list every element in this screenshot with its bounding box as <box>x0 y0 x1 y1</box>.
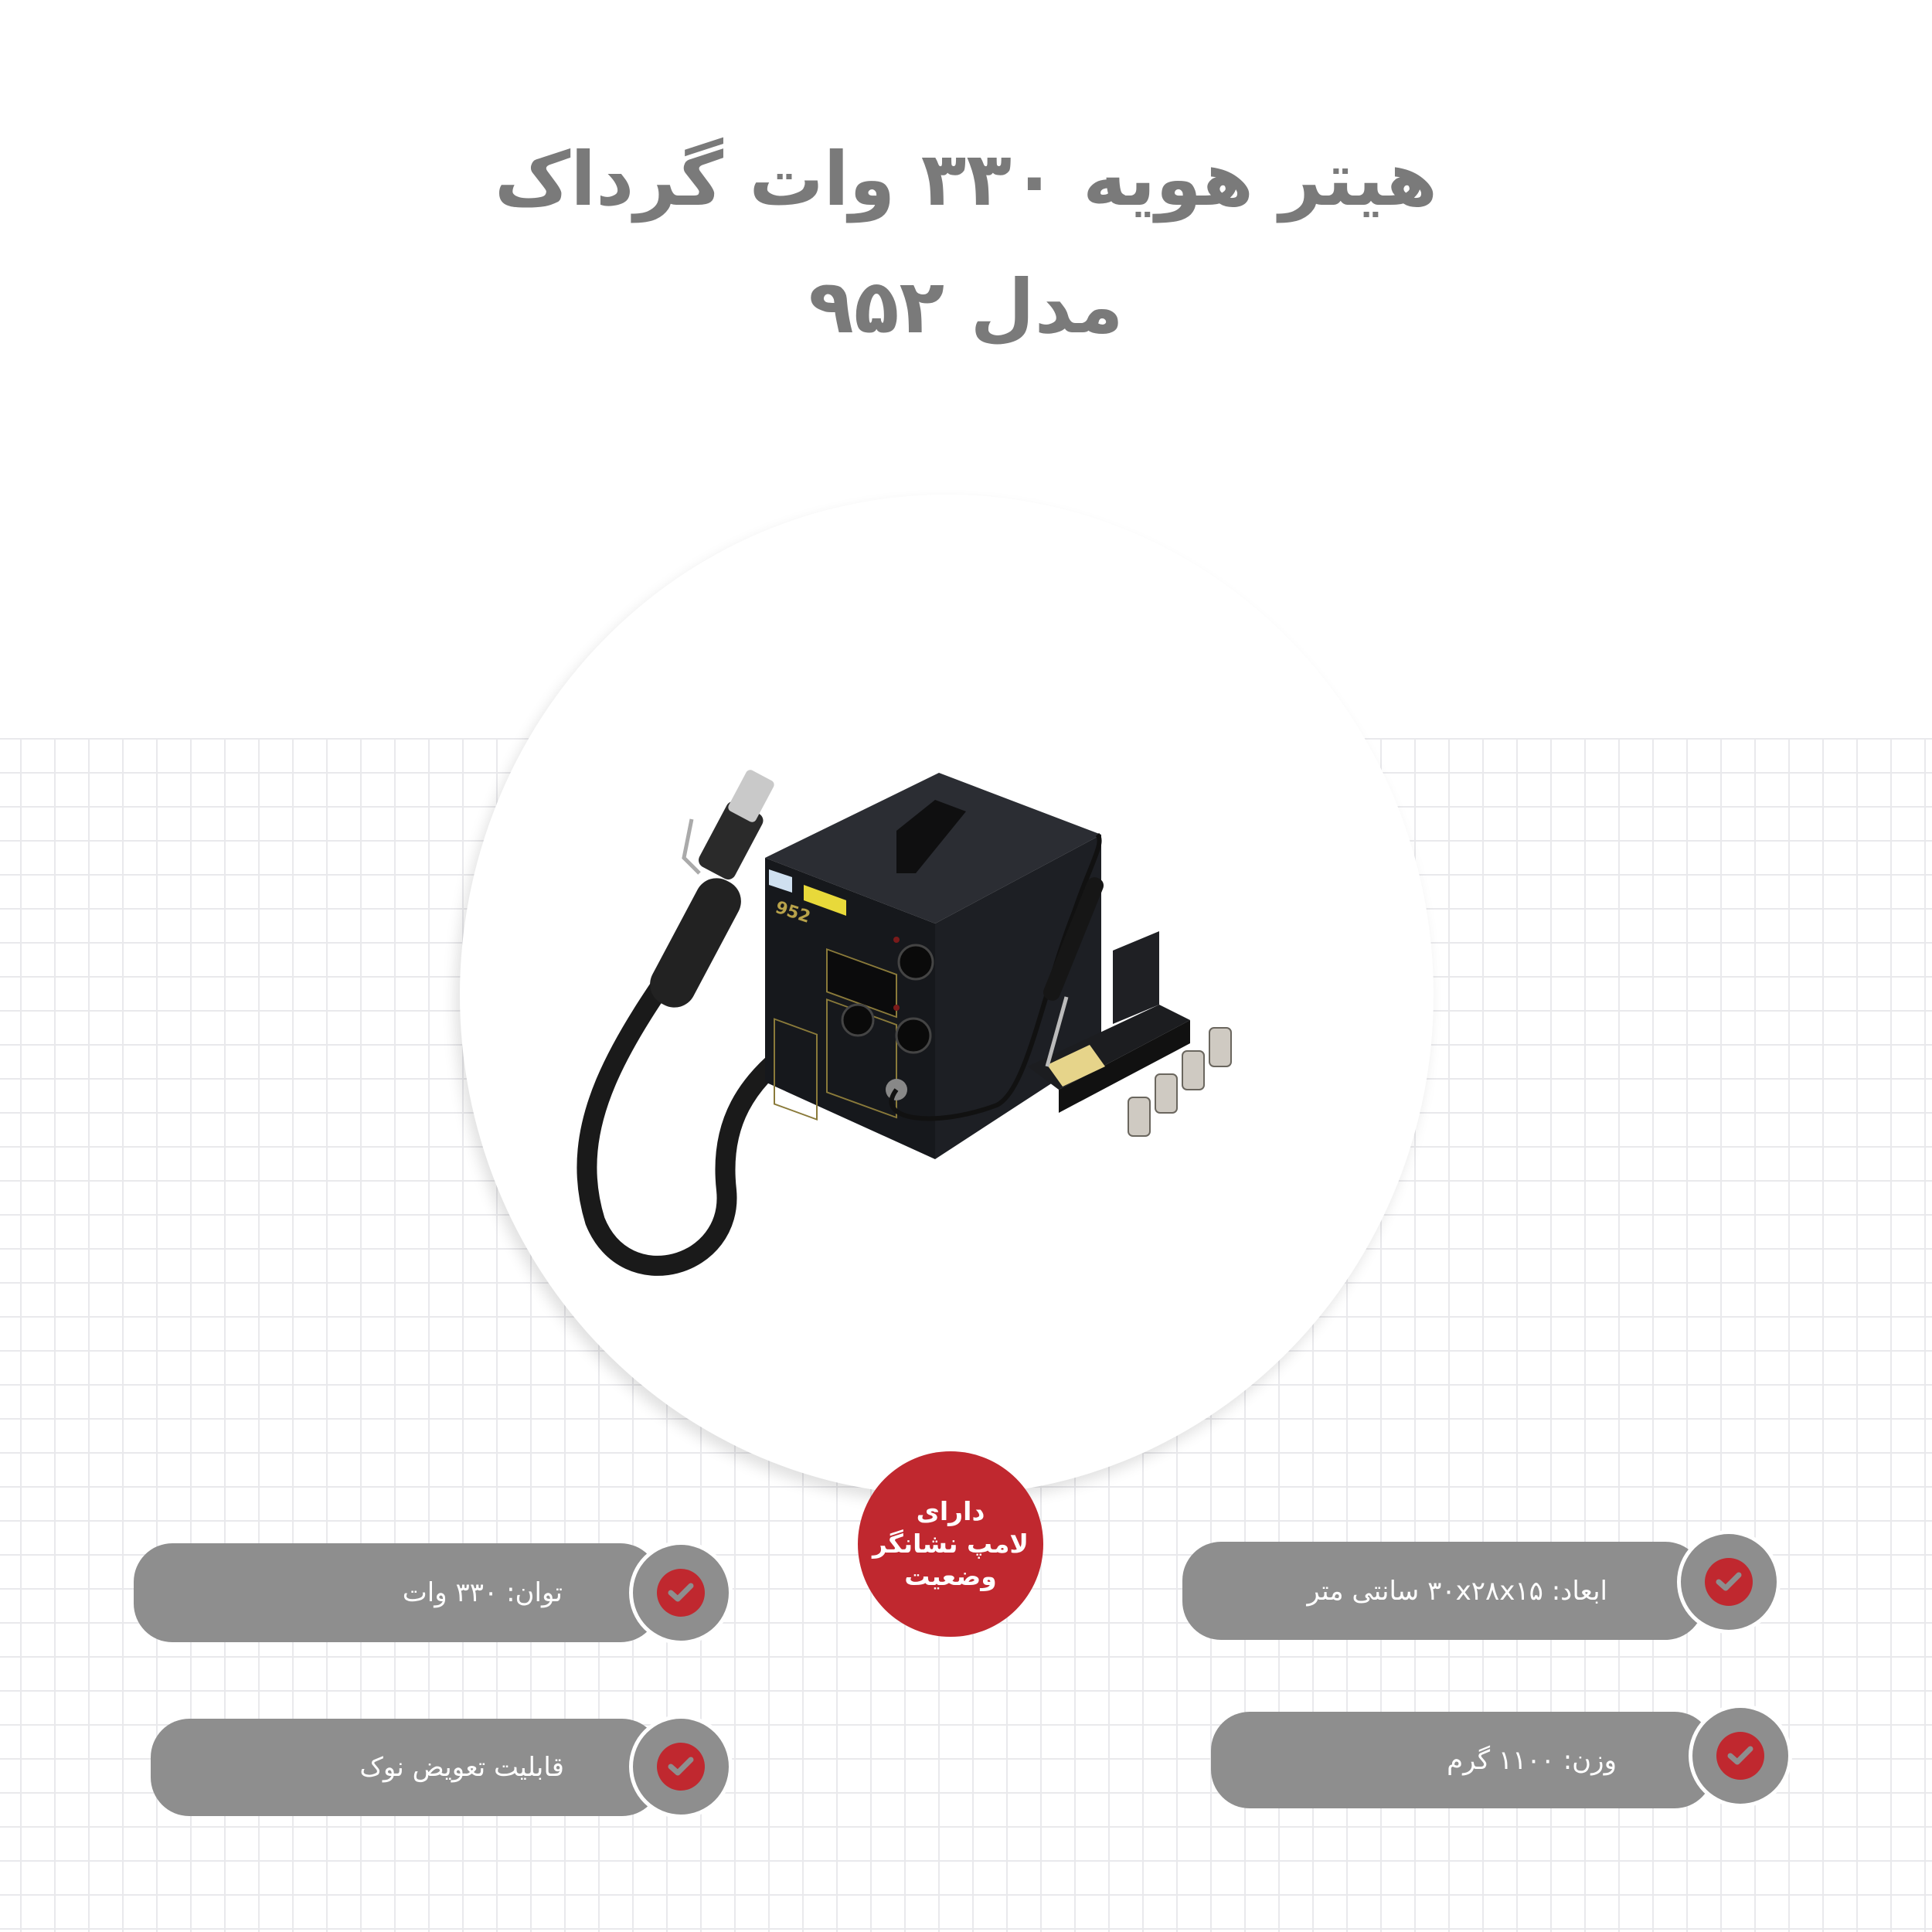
feature-check-badge <box>633 1545 729 1641</box>
badge-line-1: دارای <box>916 1496 985 1526</box>
check-icon <box>668 1583 694 1602</box>
hot-air-gun-icon <box>650 770 774 1008</box>
badge-line-2: لامپ نشانگر <box>872 1529 1029 1559</box>
feature-label: توان: ۳۳۰ وات <box>402 1577 563 1608</box>
feature-check-badge <box>1692 1708 1788 1804</box>
feature-label: قابلیت تعویض نوک <box>359 1752 564 1783</box>
badge-line-3: وضعیت <box>904 1561 997 1591</box>
check-icon <box>1716 1572 1742 1591</box>
feature-pill-weight: وزن: ۱۱۰۰ گرم <box>1211 1712 1713 1808</box>
feature-label: وزن: ۱۱۰۰ گرم <box>1447 1744 1617 1776</box>
status-lamp-badge: دارای لامپ نشانگر وضعیت <box>858 1451 1043 1637</box>
title-line-1: هیتر هویه ۳۳۰ وات گرداک <box>494 136 1438 223</box>
feature-pill-replaceable-tip: قابلیت تعویض نوک <box>151 1719 661 1816</box>
product-image: 952 <box>577 770 1232 1276</box>
check-icon <box>668 1757 694 1776</box>
feature-check-badge <box>633 1719 729 1815</box>
page-title: هیتر هویه ۳۳۰ وات گرداک مدل ۹۵۲ <box>0 116 1932 371</box>
feature-check-badge <box>1681 1534 1777 1630</box>
check-icon <box>1727 1746 1753 1765</box>
product-image-circle: 952 <box>460 495 1434 1495</box>
feature-label: ابعاد: ۳۰x۲۸x۱۵ سانتی متر <box>1307 1575 1607 1607</box>
title-line-2: مدل ۹۵۲ <box>808 264 1124 350</box>
feature-pill-power: توان: ۳۳۰ وات <box>134 1543 659 1642</box>
feature-pill-dimensions: ابعاد: ۳۰x۲۸x۱۵ سانتی متر <box>1182 1542 1704 1640</box>
